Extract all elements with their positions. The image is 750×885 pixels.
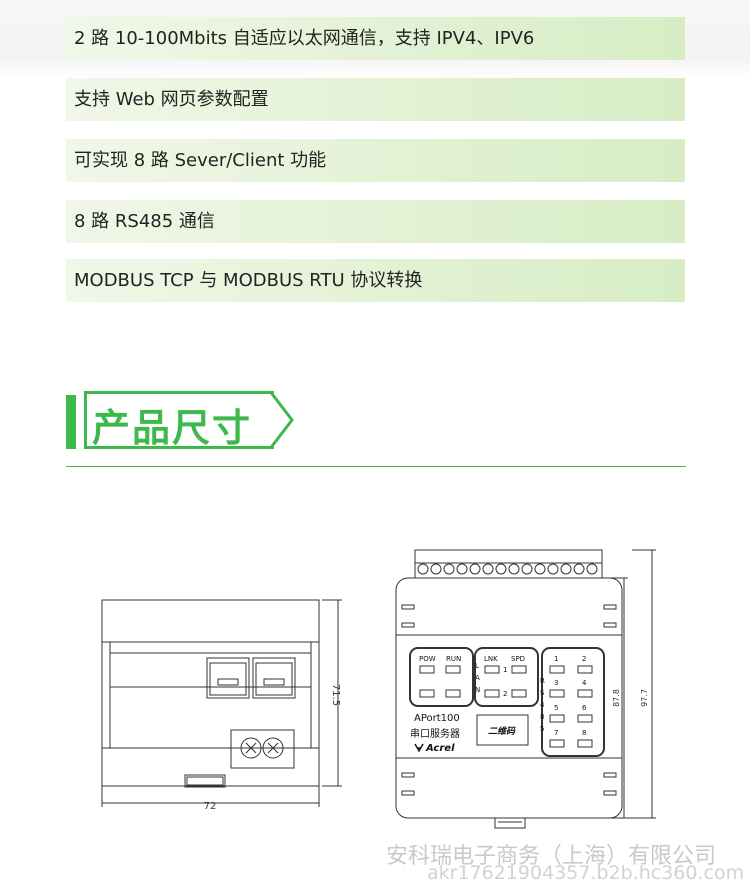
- front-view-drawing: POW RUN LNK SPD L A N 1 2 R S 4 8 5 1 2 …: [395, 549, 656, 829]
- label-run: RUN: [446, 655, 461, 663]
- label-rs-5-port: 5: [554, 704, 558, 712]
- label-rs-s: S: [540, 689, 545, 697]
- label-rs-6: 6: [582, 704, 587, 712]
- label-pow: POW: [419, 655, 436, 663]
- inner-height-dimension-label: 87.8: [612, 689, 621, 707]
- label-rs-8: 8: [540, 713, 544, 721]
- label-rs-8-port: 8: [582, 729, 586, 737]
- section-title-frame: [84, 391, 274, 449]
- outer-height-dimension-label: 97.7: [640, 689, 649, 707]
- label-rs-2: 2: [582, 655, 586, 663]
- device-name-label: 串口服务器: [410, 727, 460, 740]
- watermark-url: akr17621904357.b2b.hc360.com: [427, 862, 745, 884]
- brand-logo: Acrel: [414, 743, 455, 754]
- side-view-drawing: 72 71.5: [101, 599, 342, 812]
- feature-item-ethernet: 2 路 10-100Mbits 自适应以太网通信，支持 IPV4、IPV6: [66, 17, 685, 60]
- label-lan-port-2: 2: [503, 690, 507, 698]
- label-rs-4-port: 4: [582, 679, 587, 687]
- label-lnk: LNK: [484, 655, 498, 663]
- chevron-right-icon: [246, 391, 294, 449]
- feature-item-modbus: MODBUS TCP 与 MODBUS RTU 协议转换: [66, 259, 685, 302]
- label-lan-l: L: [475, 662, 479, 670]
- label-rs-4: 4: [540, 701, 545, 709]
- label-rs-5: 5: [540, 725, 544, 733]
- label-rs-r: R: [540, 677, 545, 685]
- feature-item-rs485: 8 路 RS485 通信: [66, 200, 685, 243]
- label-lan-port-1: 1: [503, 666, 507, 674]
- label-lan-a: A: [475, 674, 480, 682]
- label-rs-1: 1: [554, 655, 558, 663]
- model-label: APort100: [414, 713, 460, 724]
- label-rs-7: 7: [554, 729, 558, 737]
- qr-code-label: 二维码: [488, 726, 516, 737]
- section-title: 产品尺寸: [92, 406, 253, 450]
- height-dimension-label: 71.5: [330, 684, 341, 706]
- width-dimension-label: 72: [204, 801, 217, 812]
- feature-item-server-client: 可实现 8 路 Sever/Client 功能: [66, 139, 685, 182]
- brand-label: Acrel: [425, 743, 455, 754]
- feature-item-web: 支持 Web 网页参数配置: [66, 78, 685, 121]
- section-divider: [66, 466, 686, 467]
- section-header: 产品尺寸: [66, 391, 296, 451]
- label-lan-n: N: [475, 686, 480, 694]
- label-spd: SPD: [511, 655, 525, 663]
- label-rs-3: 3: [554, 679, 558, 687]
- section-accent-bar: [66, 395, 76, 449]
- watermark-company: 安科瑞电子商务（上海）有限公司: [386, 844, 717, 869]
